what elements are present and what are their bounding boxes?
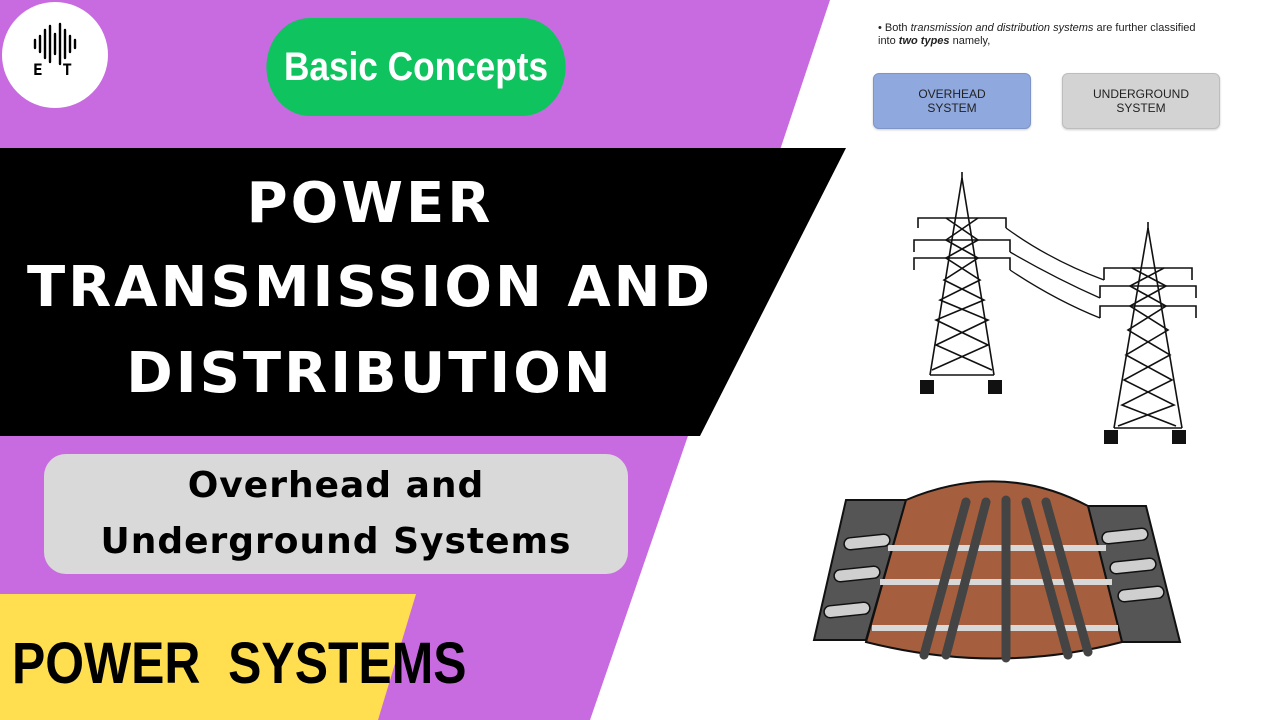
subtitle-line-2: Underground Systems [100,521,572,562]
tower-right-footing-1 [1104,430,1118,444]
waveform-icon [33,22,77,66]
bullet-icon: • [878,22,885,34]
tower-left-footing-2 [988,380,1002,394]
channel-logo: E T [2,2,108,108]
title-line-1: POWER [246,171,494,236]
tower-left [913,172,1011,376]
tower-left-footing-1 [920,380,934,394]
underground-cable-illustration [812,480,1182,663]
slide-bullet-text: • Both transmission and distribution sys… [878,22,1196,47]
cables [919,495,1093,663]
overhead-system-box: OVERHEAD SYSTEM [873,73,1031,129]
subtitle-box [44,454,628,574]
yellow-footer-panel [0,594,416,720]
logo-text: E T [33,60,77,79]
title-line-2: TRANSMISSION AND [26,255,714,320]
subtitle-line-1: Overhead and [187,465,485,506]
title-line-3: DISTRIBUTION [126,341,614,406]
tower-right-footing-2 [1172,430,1186,444]
underground-system-box: UNDERGROUND SYSTEM [1062,73,1220,129]
transmission-towers-illustration [913,172,1197,444]
right-wall-slots [1101,527,1165,603]
power-lines [1005,227,1105,319]
tower-right [1099,222,1197,429]
left-wall-slots [823,533,891,619]
basic-concepts-badge: Basic Concepts [266,18,566,116]
series-label: POWER SYSTEMS [12,631,467,696]
title-band [0,148,846,436]
